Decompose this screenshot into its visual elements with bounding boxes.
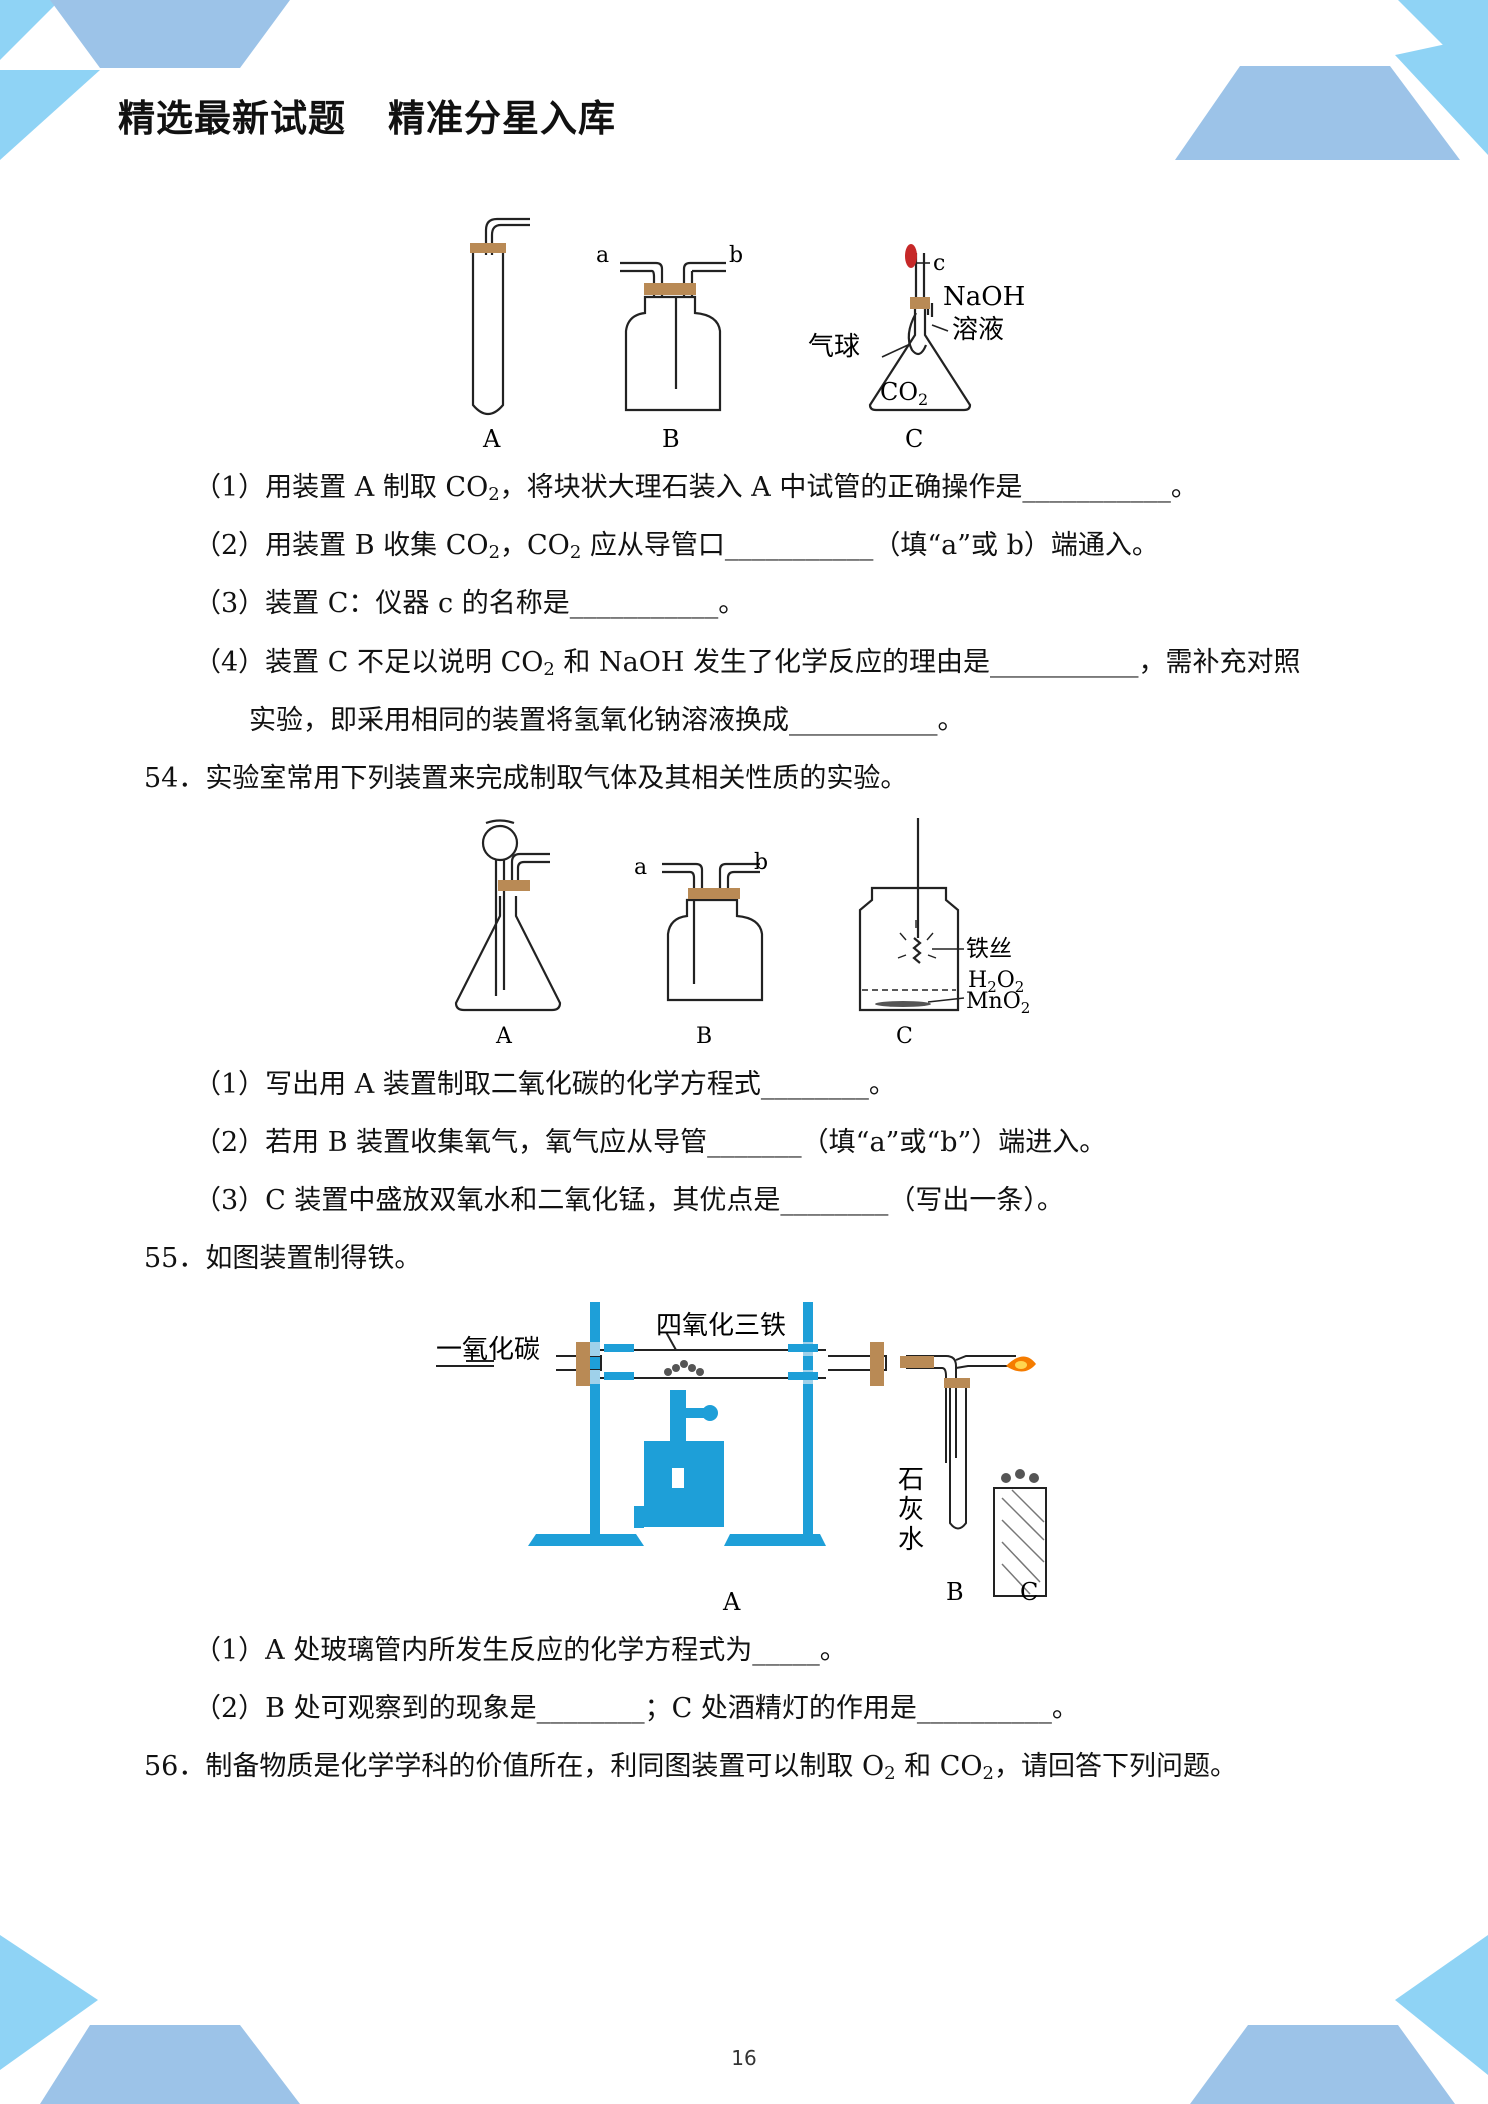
q54-stem: 54．实验室常用下列装置来完成制取气体及其相关性质的实验。: [144, 763, 908, 794]
q55-line-2: （2）B 处可观察到的现象是________；C 处酒精灯的作用是_______…: [194, 1693, 1079, 1724]
bottle-c2: [858, 886, 960, 1012]
naoh-label-1: NaOH: [943, 282, 1025, 312]
stopper-c: [910, 297, 930, 309]
q55-line-1: （1）A 处玻璃管内所发生反应的化学方程式为_____。: [194, 1635, 847, 1666]
page-number: 16: [731, 2046, 757, 2070]
header-title: 精选最新试题精准分星入库: [118, 88, 616, 142]
corner-trapezoid-top-left: [50, 0, 290, 68]
balloon-label: 气球: [808, 332, 860, 362]
q55-stem: 55．如图装置制得铁。: [144, 1243, 422, 1274]
figure2-label-a: A: [495, 1024, 513, 1049]
svg-text:CO2: CO2: [880, 378, 928, 409]
delivery-tube-a2: [510, 852, 550, 882]
fe3o4-label: 四氧化三铁: [656, 1311, 786, 1341]
q54-line-2: （2）若用 B 装置收集氧气，氧气应从导管_______（填“a”或“b”）端进…: [194, 1127, 1107, 1158]
tube-b-right: [674, 261, 726, 389]
lime-water-label-2: 灰: [898, 1495, 924, 1525]
flask-a: [454, 896, 562, 1012]
q54-line-1: （1）写出用 A 装置制取二氧化碳的化学方程式________。: [194, 1069, 896, 1100]
delivery-tube-a: [484, 217, 530, 255]
q53-line-5: 实验，即采用相同的装置将氢氧化钠溶液换成___________。: [249, 705, 965, 736]
alcohol-lamp-c: [993, 1487, 1047, 1597]
tube-a-label: a: [596, 243, 609, 268]
q53-line-1: （1）用装置 A 制取 CO2，将块状大理石装入 A 中试管的正确操作是____…: [194, 472, 1198, 505]
iron-wire-coil: [912, 937, 922, 964]
figure-53: a b c NaOH 溶液 气球 CO2 A B C: [470, 217, 1025, 453]
stand-base-left-1: [528, 1534, 596, 1546]
flask-c: [868, 305, 972, 412]
dropper-bulb-c: [905, 244, 917, 268]
header-title-part2: 精准分星入库: [388, 97, 616, 140]
burner-tube: [670, 1390, 686, 1442]
corner-triangle-top-right-2: [1395, 35, 1488, 155]
naoh-label-2: 溶液: [952, 315, 1004, 345]
figure2-label-b: B: [696, 1024, 712, 1049]
corner-triangle-top-left: [0, 0, 60, 60]
q54-line-3: （3）C 装置中盛放双氧水和二氧化锰，其优点是________（写出一条）。: [194, 1185, 1064, 1216]
corner-trapezoid-bottom-right: [1190, 2025, 1455, 2104]
stand-rod-right: [803, 1302, 813, 1542]
figure-label-c: C: [905, 425, 923, 453]
tube-b-label: b: [729, 243, 743, 268]
tube-b2-label: b: [754, 850, 768, 875]
q53-line-4: （4）装置 C 不足以说明 CO2 和 NaOH 发生了化学反应的理由是____…: [194, 647, 1301, 680]
corner-triangle-top-left-2: [0, 70, 100, 160]
stopper-left-3: [576, 1342, 590, 1386]
test-tube-a: [471, 243, 505, 416]
stopper-b: [644, 283, 696, 295]
mno2-solid: [875, 1001, 931, 1007]
mno2-label: MnO: [966, 989, 1021, 1014]
figure-label-a: A: [482, 425, 501, 453]
co2-label: CO: [880, 378, 918, 406]
stopper-b2: [688, 888, 740, 899]
tube-a2-label: a: [634, 855, 647, 880]
funnel-bulb-a: [481, 824, 519, 862]
lime-water-label-1: 石: [898, 1465, 924, 1495]
h2o2-label: H: [968, 968, 987, 993]
figure-label-b: B: [662, 425, 680, 453]
corner-trapezoid-bottom-left: [40, 2025, 300, 2104]
figure-55: 一氧化碳 四氧化三铁 石 灰 水 A B C: [436, 1302, 1047, 1616]
corner-trapezoid-top-right: [1175, 66, 1460, 160]
label-c-dropper: c: [933, 251, 945, 276]
figure3-label-c: C: [1020, 1578, 1038, 1606]
stand-base-right-1: [724, 1534, 766, 1546]
stopper-a2: [498, 880, 530, 891]
figure2-label-c: C: [896, 1024, 913, 1049]
lime-water-label-3: 水: [898, 1525, 924, 1555]
stand-rod-left: [590, 1302, 600, 1542]
co2-label-sub: 2: [918, 390, 928, 409]
balloon-c: [907, 312, 928, 356]
q53-line-3: （3）装置 C：仪器 c 的名称是___________。: [194, 588, 746, 619]
iron-wire-label: 铁丝: [966, 936, 1012, 962]
rubber-tube-3: [900, 1356, 934, 1368]
corner-triangle-bottom-left: [0, 1935, 98, 2070]
q56-stem: 56．制备物质是化学学科的价值所在，利同图装置可以制取 O2 和 CO2，请回答…: [144, 1751, 1237, 1784]
figure-54: a b 铁丝 H2O2 MnO2 A B C: [454, 818, 1030, 1049]
figure3-label-b: B: [946, 1578, 964, 1606]
gas-bottle-b: [624, 295, 722, 412]
q53-line-2: （2）用装置 B 收集 CO2，CO2 应从导管口___________（填“a…: [194, 530, 1159, 563]
stopper-a: [470, 243, 506, 253]
tube-b-left: [620, 261, 664, 297]
figure3-label-a: A: [722, 1588, 741, 1616]
header-title-part1: 精选最新试题: [118, 97, 346, 140]
corner-triangle-bottom-right: [1395, 1935, 1488, 2075]
svg-text:H2O2: H2O2: [968, 968, 1024, 996]
co-label: 一氧化碳: [436, 1335, 540, 1365]
stopper-right-3: [870, 1342, 884, 1386]
test-tube-b3: [949, 1386, 967, 1530]
gas-bottle-b2: [666, 898, 764, 1002]
svg-text:MnO2: MnO2: [966, 989, 1030, 1017]
